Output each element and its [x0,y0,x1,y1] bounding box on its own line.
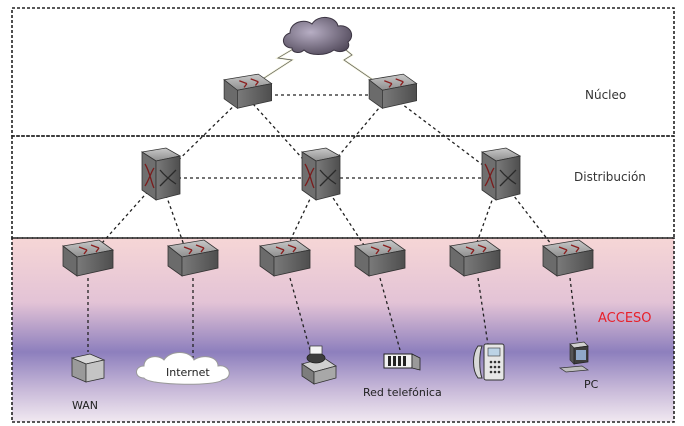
internet-label: Internet [166,366,210,379]
core-switch-left-icon [223,73,273,109]
core-switch-right-icon [368,73,418,109]
access-layer-label: ACCESO [598,311,652,326]
internet-cloud-icon [136,352,230,385]
wan-cloud-icon [283,17,353,55]
pbx-device-icon [383,353,421,371]
ip-phone-icon [473,343,505,381]
access-layer-frame [11,237,675,423]
pc-label: PC [584,378,599,391]
fax-machine-icon [301,345,337,385]
distribution-switch-right-icon [481,147,521,201]
core-layer-label: Núcleo [585,88,626,102]
wan-device-icon [70,353,106,383]
distribution-layer-label: Distribución [574,170,646,184]
pc-icon [558,341,590,373]
distribution-switch-center-icon [301,147,341,201]
wan-label: WAN [72,399,98,412]
distribution-switch-left-icon [141,147,181,201]
phone-network-label: Red telefónica [363,386,442,399]
